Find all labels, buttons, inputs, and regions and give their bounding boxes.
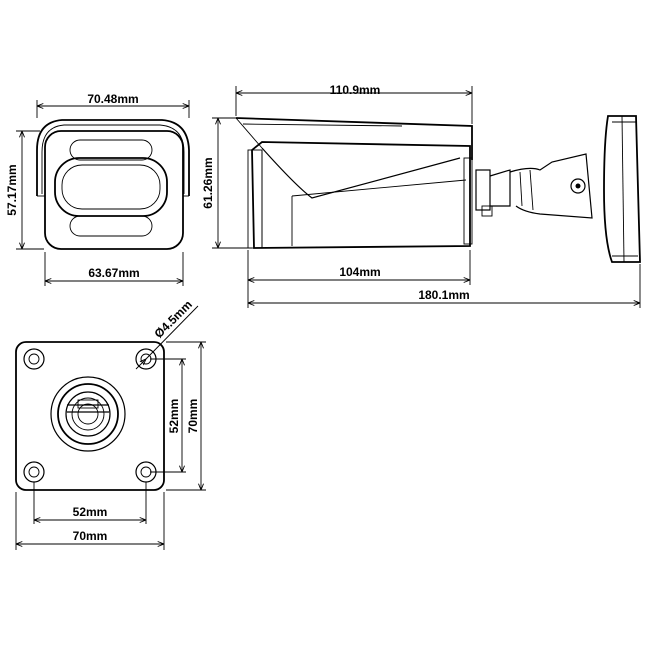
- front-housing: [44, 130, 184, 250]
- side-sunshield: [235, 117, 473, 160]
- dim-front-height: 57.17mm: [5, 164, 19, 215]
- side-body: [251, 141, 471, 249]
- dim-base-hole-diameter: Ø4.5mm: [151, 297, 194, 340]
- dim-side-height: 61.26mm: [201, 157, 215, 208]
- front-ir-strip-bottom: [69, 215, 153, 237]
- front-ir-strip-top: [69, 139, 153, 161]
- dim-base-height: 70mm: [186, 399, 200, 434]
- dim-side-overall-length: 180.1mm: [418, 288, 469, 302]
- mount-base-view: Ø4.5mm 52mm 70mm 52mm 70mm: [15, 297, 206, 550]
- dim-front-top-width: 70.48mm: [87, 92, 138, 106]
- base-center-joint: [50, 376, 126, 452]
- side-view: 110.9mm 61.26mm 104mm 180.1mm: [201, 83, 641, 308]
- dim-base-hole-spacing-horizontal: 52mm: [73, 505, 108, 519]
- front-lens-window: [54, 157, 168, 217]
- front-view: 70.48mm 57.17mm 63.67mm: [5, 92, 190, 286]
- side-mount-screw: [570, 178, 586, 194]
- dim-base-width: 70mm: [73, 529, 108, 543]
- mount-hole-top-left: [23, 348, 45, 370]
- base-plate: [15, 341, 165, 491]
- mount-hole-bottom-left: [23, 461, 45, 483]
- side-neck: [475, 169, 491, 211]
- front-sunshield: [36, 119, 190, 196]
- dim-front-bottom-width: 63.67mm: [88, 266, 139, 280]
- side-wall-plate: [603, 115, 641, 263]
- dim-side-body-length: 104mm: [339, 265, 380, 279]
- dim-base-hole-spacing-vertical: 52mm: [167, 399, 181, 434]
- dim-side-top-length: 110.9mm: [330, 83, 381, 97]
